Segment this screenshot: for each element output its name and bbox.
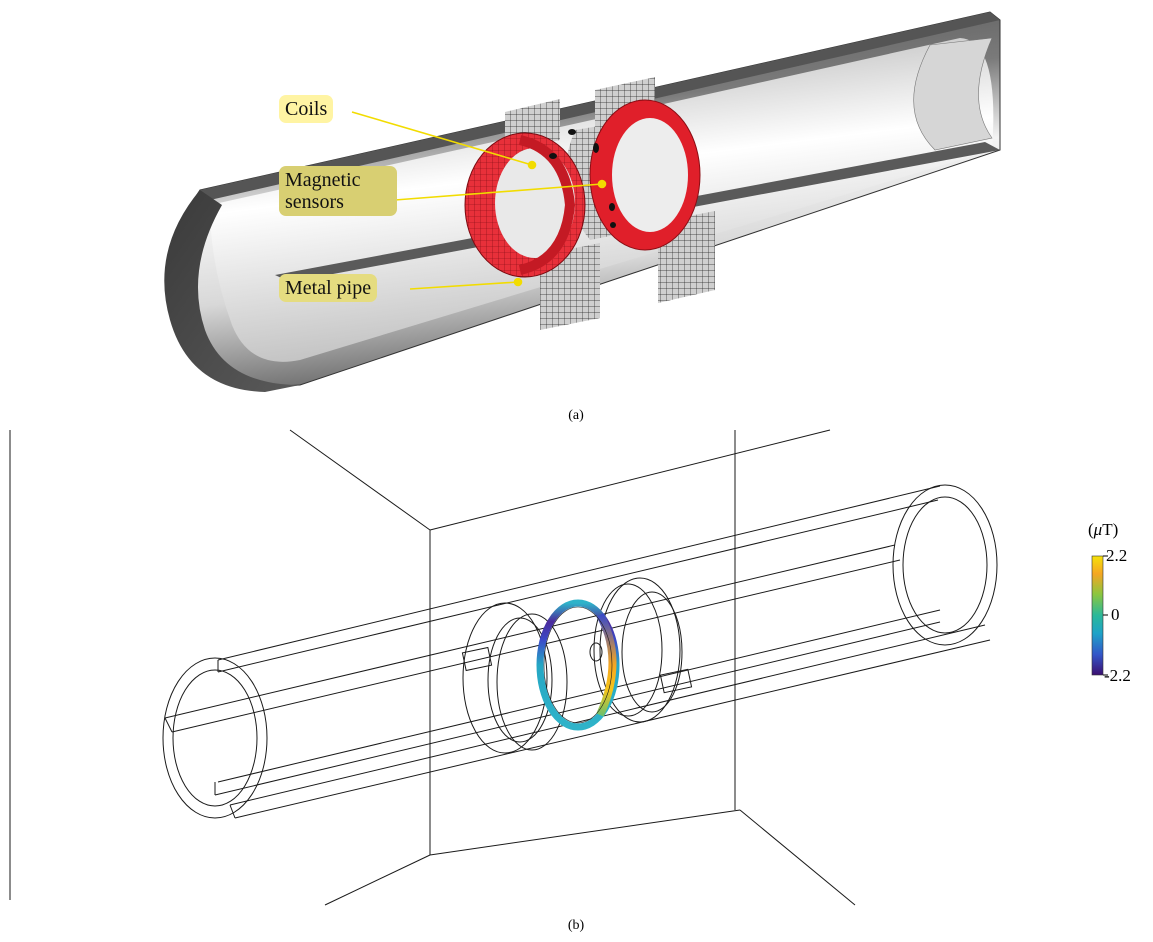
colorbar-max-label: 2.2 — [1106, 546, 1127, 565]
magnetic-sensors — [549, 129, 616, 228]
caption-a: (a) — [568, 408, 584, 423]
magnetic-sensors-label: Magnetic sensors — [279, 166, 397, 216]
metal-pipe-label: Metal pipe — [279, 274, 378, 302]
colorbar-min-label: -2.2 — [1104, 666, 1131, 685]
colorbar-unit: (μT) — [1088, 520, 1118, 539]
coil-left — [464, 132, 586, 278]
pipe-wireframe — [162, 484, 998, 819]
colorbar: (μT) 2.2 0 -2.2 — [1088, 520, 1131, 685]
colorbar-mid-label: 0 — [1111, 605, 1120, 624]
domain-box — [9, 429, 856, 906]
magnetic-sensors-line1: Magnetic — [285, 169, 361, 191]
sensor-ring-field — [536, 599, 620, 731]
coil-wireframes — [461, 577, 693, 754]
coil-right — [589, 99, 701, 251]
magnetic-sensors-line2: sensors — [285, 191, 344, 213]
caption-b: (b) — [567, 918, 585, 933]
leader-lines — [351, 111, 607, 290]
panel-b — [9, 429, 998, 906]
metal-pipe-right-opening — [913, 37, 993, 151]
colorbar-gradient — [1091, 555, 1104, 676]
metal-pipe-end-cap — [164, 190, 300, 392]
coils-label: Coils — [279, 95, 334, 123]
